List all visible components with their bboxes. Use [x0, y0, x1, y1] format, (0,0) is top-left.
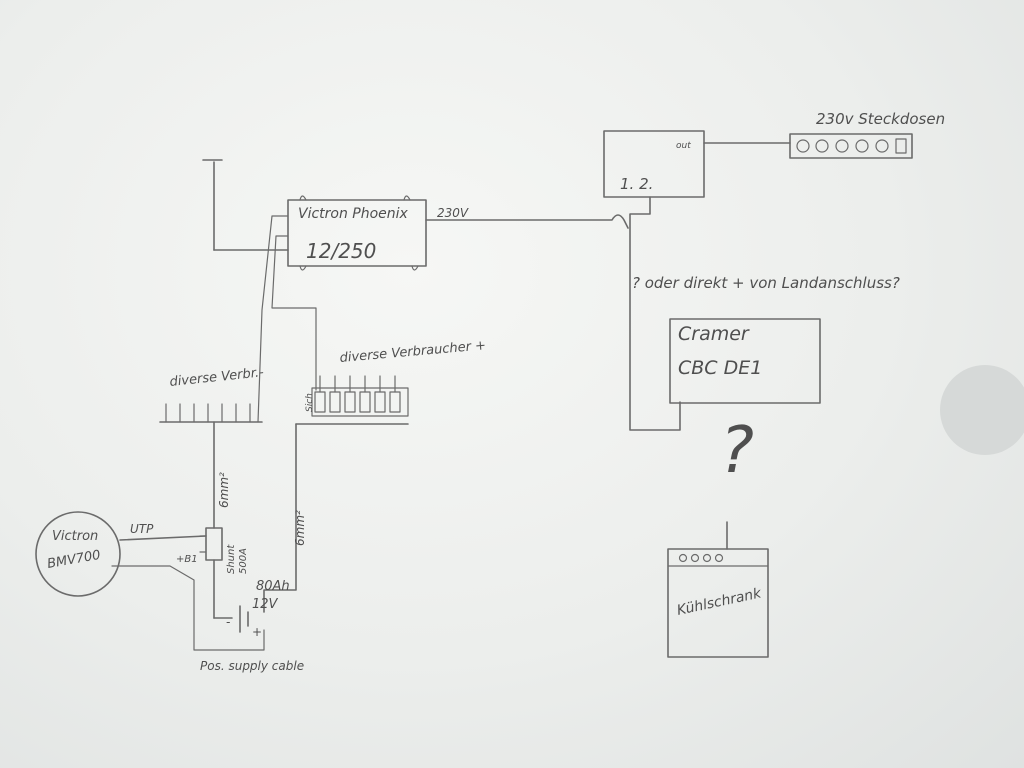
- positive-fuse-block: [295, 375, 409, 425]
- fridge-link-question: ?: [720, 414, 754, 488]
- monitor-link-label: UTP: [130, 522, 154, 536]
- inverter-label: Victron Phoenix: [298, 206, 409, 222]
- battery-minus: -: [226, 615, 230, 629]
- negative-loads-bus: [159, 403, 263, 423]
- inverter-box: [287, 195, 427, 271]
- transfer-switch-box: [603, 130, 705, 198]
- out-label: out: [676, 141, 691, 151]
- shunt-b1-label: +B1: [176, 554, 198, 565]
- paper-shadow: [940, 365, 1024, 455]
- ac-voltage-label: 230V: [437, 206, 469, 220]
- inverter-model: 12/250: [306, 239, 376, 263]
- battery-monitor: [35, 511, 265, 651]
- fridge-box: [667, 521, 769, 658]
- ground-symbol: [202, 159, 289, 251]
- shore-line: [629, 196, 681, 431]
- battery-plus: +: [252, 625, 262, 639]
- battery-capacity: 80Ah: [256, 579, 290, 594]
- shunt-label: Shunt: [226, 544, 237, 574]
- switch-position-label: 1. 2.: [620, 175, 653, 193]
- fuse-label: Sich: [305, 393, 315, 412]
- battery-symbol: [239, 605, 249, 633]
- battery-voltage: 12V: [252, 597, 279, 612]
- supply-cable-label: Pos. supply cable: [200, 659, 304, 673]
- fridge-label: Kühlschrank: [676, 585, 764, 619]
- positive-cable-label: 6mm²: [293, 510, 307, 546]
- charger-model: CBC DE1: [678, 357, 762, 379]
- positive-cable: [263, 423, 297, 613]
- ac-line-inverter: [425, 214, 629, 229]
- socket-strip: [789, 133, 913, 159]
- negative-cable-label: 6mm²: [217, 472, 231, 508]
- inverter-dc-wires: [257, 215, 317, 423]
- positive-loads-label: diverse Verbraucher +: [339, 338, 487, 366]
- monitor-brand: Victron: [52, 529, 98, 544]
- charger-brand: Cramer: [678, 323, 750, 345]
- shunt-rating: 500A: [238, 548, 249, 574]
- battery-charger-box: [669, 318, 821, 404]
- monitor-model: BMV700: [46, 548, 102, 572]
- negative-loads-label: diverse Verbr.-: [169, 365, 265, 390]
- shore-power-question: ? oder direkt + von Landanschluss?: [632, 274, 900, 292]
- sockets-label: 230v Steckdosen: [816, 110, 945, 128]
